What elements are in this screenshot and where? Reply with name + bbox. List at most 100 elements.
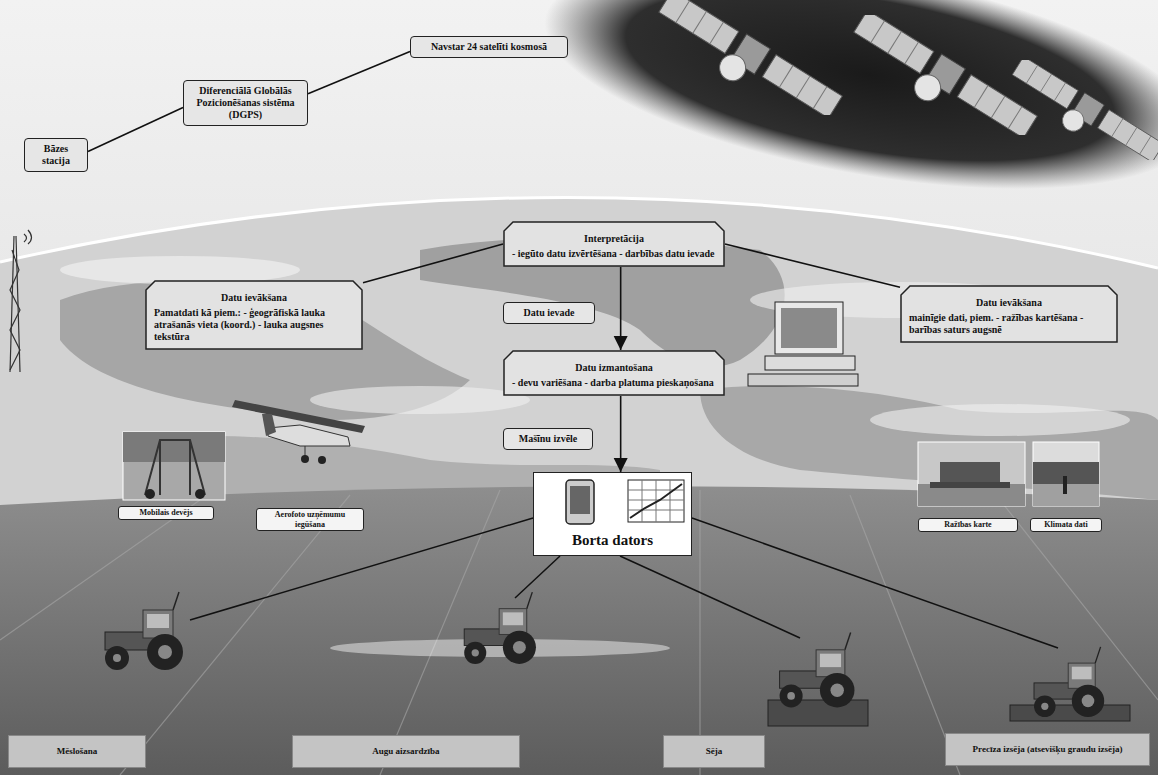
harvester-photo: [918, 442, 1025, 506]
connector: [88, 108, 183, 152]
radio-link: [620, 556, 800, 638]
satellite: [1003, 55, 1158, 177]
space: [528, 0, 1158, 231]
box-heading: Mēslošana: [13, 746, 141, 757]
process-box: Datu ievākšanaPamatdati kā piem.: - ģeog…: [145, 280, 363, 350]
satellite-box: Navstar 24 satelīti kosmosā: [410, 36, 568, 58]
cloud: [310, 386, 530, 414]
earth: [0, 197, 1158, 775]
box-outline-shape: [146, 281, 362, 349]
process-box: Interpretācija - iegūto datu izvērtēšana …: [503, 221, 725, 267]
box-heading: Sēja: [668, 746, 760, 757]
satellite: [843, 8, 1039, 156]
tower-lattice: [10, 250, 20, 370]
operation-band: Augu aizsardzība: [292, 735, 520, 768]
box-outline-shape: [504, 222, 724, 266]
radio-tower: [10, 230, 32, 372]
box-heading: Interpretācija: [512, 233, 716, 245]
wheel: [318, 456, 326, 464]
process-box: Datu ievākšana mainīgie dati, piem. - raž…: [900, 285, 1118, 343]
box-outline-shape: [504, 351, 724, 395]
connector: [363, 244, 503, 283]
box-heading: Ražības karte: [922, 520, 1014, 530]
photo-caption: Mobilais devējs: [118, 506, 214, 520]
operation-band: Sēja: [663, 735, 765, 768]
gear: [305, 446, 306, 456]
monitor: [775, 302, 843, 354]
photo-caption: Ražības karte: [918, 518, 1018, 532]
box-heading: Datu ievade: [510, 307, 588, 319]
photo-frame: [123, 432, 225, 500]
aircraft: [232, 400, 365, 464]
operation-band: Mēslošana: [8, 735, 146, 768]
box-heading: Bāzes stacija: [31, 143, 81, 167]
box-heading: Aerofoto uzņēmumu iegūšana: [260, 510, 360, 529]
weather-mast: [1063, 476, 1067, 494]
operation-band: Precīza izsēja (atsevišķu graudu izsēja): [945, 733, 1150, 766]
box-heading: Datu izmantošana: [512, 362, 716, 374]
photo-frame: [918, 442, 1025, 506]
chart-curve: [630, 484, 682, 518]
computer-panel: [533, 472, 692, 556]
connector: [620, 267, 622, 350]
box-heading: Mašīnu izvēle: [510, 433, 586, 445]
computer-box: Borta dators: [533, 472, 692, 556]
box-heading: Datu ievākšana: [154, 292, 354, 304]
cloud: [60, 256, 300, 284]
chart-grid: [628, 480, 684, 522]
photo-caption: Klimata dati: [1030, 518, 1102, 532]
mobile-sampler-photo: [123, 432, 225, 500]
connector: [620, 396, 622, 472]
box-heading: Datu ievākšana: [909, 297, 1109, 309]
wheel: [195, 489, 205, 499]
photo-frame: [1033, 442, 1099, 506]
connector: [725, 244, 900, 287]
tower-signal: [24, 230, 32, 244]
tractor: [105, 592, 183, 670]
tractor: [464, 592, 536, 664]
field-rows: [0, 490, 1158, 775]
header: [930, 482, 1010, 488]
cloud: [870, 404, 1130, 436]
box-heading: Mobilais devējs: [122, 508, 210, 518]
tower-leg: [10, 236, 14, 372]
station-box: Bāzes stacija: [24, 138, 88, 172]
box-body: - devu variēšana - darba platuma pieskaņ…: [512, 377, 716, 389]
box-heading: Klimata dati: [1034, 520, 1098, 530]
tractor: [780, 633, 855, 708]
box-body: Pamatdati kā piem.: - ģeogrāfiskā lauka …: [154, 307, 354, 343]
continent: [420, 238, 785, 367]
climate-photo: [1033, 442, 1099, 506]
box-body: - iegūto datu izvērtēšana - darbības dat…: [512, 248, 716, 260]
tablet-screen: [570, 486, 590, 514]
rig-frame: [145, 440, 205, 495]
computer-links: [190, 518, 1058, 648]
tractor: [1034, 647, 1104, 717]
satellite: [648, 0, 844, 136]
step-box: Mašīnu izvēle: [503, 428, 593, 450]
radio-link: [515, 556, 560, 598]
box-heading: Precīza izsēja (atsevišķu graudu izsēja): [950, 744, 1145, 755]
horizon: [0, 197, 1158, 268]
tablet-icon: [566, 480, 594, 524]
row: [699, 490, 700, 775]
computer: [748, 302, 858, 386]
tail: [262, 414, 276, 436]
connector: [308, 51, 410, 93]
precision-planter: [1010, 705, 1130, 721]
keyboard: [748, 374, 858, 386]
wheel: [145, 489, 155, 499]
screen: [781, 308, 837, 348]
box-heading: Navstar 24 satelīti kosmosā: [417, 41, 561, 53]
photo-caption: Aerofoto uzņēmumu iegūšana: [256, 508, 364, 531]
wheel: [301, 455, 309, 463]
fuselage: [268, 425, 350, 446]
radio-link: [692, 518, 1058, 648]
box-outline-shape: [901, 286, 1117, 342]
computer-case: [765, 356, 855, 370]
system-box: Diferenciālā Globālās Pozicionēšanas sis…: [183, 80, 308, 126]
step-box: Datu ievade: [503, 302, 595, 324]
box-body: mainīgie dati, piem. - ražības kartēšana…: [909, 312, 1109, 336]
